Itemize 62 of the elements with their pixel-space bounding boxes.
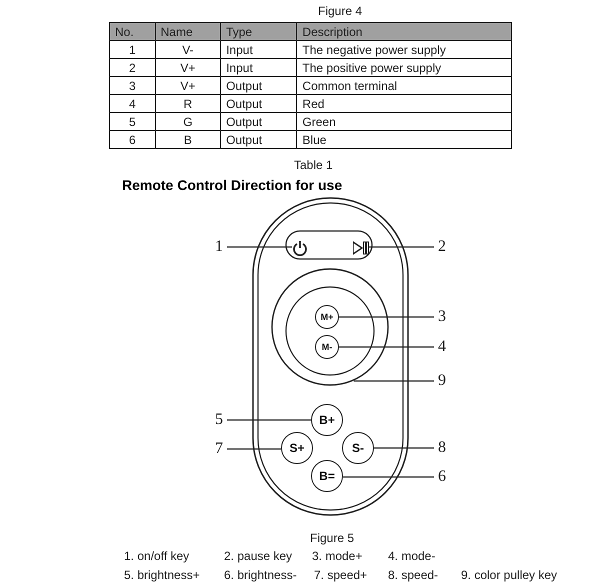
table-cell: 5 — [110, 112, 156, 130]
play-pause-icon — [353, 240, 369, 256]
table-cell: Output — [220, 130, 297, 148]
key-description: 2. pause key — [224, 549, 292, 563]
key-description: 7. speed+ — [314, 568, 368, 582]
callout-number: 2 — [436, 238, 448, 256]
key-description: 9. color pulley key — [461, 568, 558, 582]
leader-line — [227, 419, 311, 421]
key-description: 5. brightness+ — [124, 568, 200, 582]
callout-number: 6 — [436, 468, 448, 486]
table-cell: The negative power supply — [296, 40, 512, 58]
table-cell: Output — [220, 94, 297, 112]
table-cell: B — [155, 130, 221, 148]
touch-ring — [271, 268, 389, 386]
callout-number: 3 — [436, 308, 448, 326]
table-cell: 3 — [110, 76, 156, 94]
table-cell: The positive power supply — [296, 58, 512, 76]
key-description: 3. mode+ — [312, 549, 362, 563]
leader-line — [374, 447, 434, 449]
table-cell: 1 — [110, 40, 156, 58]
table-cell: V+ — [155, 76, 221, 94]
callout-number: 5 — [213, 411, 225, 429]
section-heading: Remote Control Direction for use — [122, 177, 342, 193]
leader-line — [354, 380, 434, 382]
leader-line — [342, 476, 434, 478]
table-cell: 6 — [110, 130, 156, 148]
leader-line — [368, 246, 434, 248]
table-cell: V+ — [155, 58, 221, 76]
callout-number: 7 — [213, 440, 225, 458]
callout-number: 8 — [436, 439, 448, 457]
table-cell: 2 — [110, 58, 156, 76]
table-cell: Input — [220, 40, 297, 58]
table-cell: 4 — [110, 94, 156, 112]
key-description: 1. on/off key — [124, 549, 190, 563]
leader-line — [339, 346, 434, 348]
leader-line — [227, 448, 282, 450]
table-cell: Blue — [296, 130, 512, 148]
table-cell: R — [155, 94, 221, 112]
column-header: No. — [110, 22, 156, 40]
key-description: 8. speed- — [388, 568, 438, 582]
key-description: 4. mode- — [388, 549, 436, 563]
table-cell: Input — [220, 58, 297, 76]
column-header: Description — [296, 22, 512, 40]
column-header: Type — [220, 22, 297, 40]
callout-number: 4 — [436, 338, 448, 356]
table-cell: Red — [296, 94, 512, 112]
leader-line — [339, 316, 434, 318]
callout-number: 9 — [436, 372, 448, 390]
key-description: 6. brightness- — [224, 568, 297, 582]
figure-caption: Figure 4 — [318, 4, 362, 18]
table-cell: V- — [155, 40, 221, 58]
leader-line — [227, 246, 292, 248]
table-cell: Green — [296, 112, 512, 130]
column-header: Name — [155, 22, 221, 40]
figure-caption: Figure 5 — [310, 531, 354, 545]
table-cell: Output — [220, 76, 297, 94]
callout-number: 1 — [213, 238, 225, 256]
power-icon — [292, 240, 308, 256]
table-cell: G — [155, 112, 221, 130]
table-cell: Output — [220, 112, 297, 130]
table-caption: Table 1 — [294, 158, 333, 172]
table-cell: Common terminal — [296, 76, 512, 94]
